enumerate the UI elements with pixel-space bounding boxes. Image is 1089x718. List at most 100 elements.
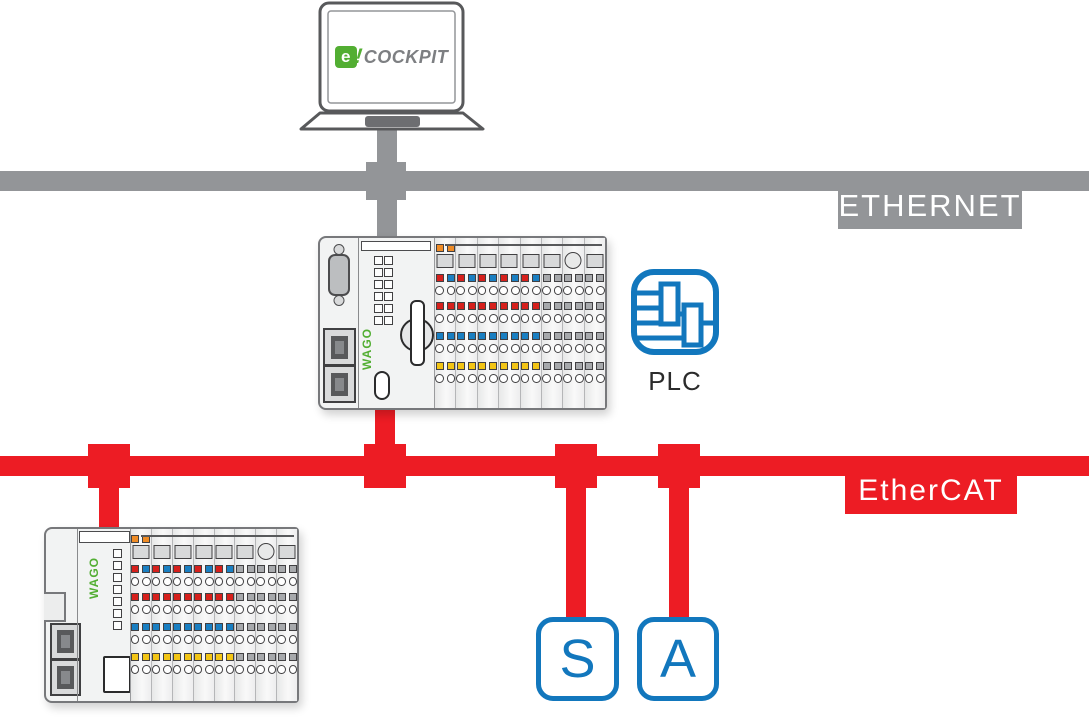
terminal-contact [214, 577, 223, 586]
terminal-contact [499, 314, 508, 323]
terminal-contact [172, 605, 182, 614]
terminal-contact [288, 665, 297, 674]
channel-led [542, 362, 551, 370]
terminal-contact [256, 635, 265, 644]
channel-led [142, 593, 151, 601]
channel-led [214, 623, 223, 631]
channel-led [435, 274, 444, 282]
mount-notch [44, 592, 66, 622]
ethernet-bus [0, 171, 1089, 191]
module-label-plate [132, 545, 150, 559]
terminal-contact [131, 605, 140, 614]
module-label-plate [543, 254, 561, 268]
terminal-contact [193, 665, 203, 674]
channel-led [563, 362, 572, 370]
terminal-contact [435, 374, 444, 383]
s-node-ethercat-link [566, 474, 586, 621]
channel-led [510, 302, 519, 310]
channel-led [214, 653, 223, 661]
channel-led [225, 565, 234, 573]
channel-led [267, 623, 276, 631]
channel-led [499, 332, 508, 340]
channel-led [205, 623, 214, 631]
terminal-contact [435, 344, 444, 353]
io-module [131, 529, 152, 701]
module-label-plate [174, 545, 192, 559]
terminal-contact [246, 605, 256, 614]
terminal-contact [489, 344, 499, 353]
channel-led [532, 362, 541, 370]
terminal-contact [142, 577, 151, 586]
laptop-illustration [299, 1, 485, 131]
channel-led [142, 653, 151, 661]
terminal-contact [584, 344, 594, 353]
ethercat-bus [0, 456, 1089, 476]
status-led [374, 256, 383, 265]
terminal-contact [184, 605, 193, 614]
status-led [113, 597, 122, 606]
ethercat-bus-label: EtherCAT [845, 468, 1017, 514]
channel-led [194, 653, 203, 661]
terminal-contact [468, 374, 477, 383]
channel-led [235, 565, 244, 573]
status-led [384, 316, 393, 325]
channel-led [596, 274, 605, 282]
terminal-contact [456, 314, 466, 323]
channel-led [288, 653, 297, 661]
channel-led [468, 332, 477, 340]
terminal-contact [596, 344, 605, 353]
terminal-contact [446, 374, 456, 383]
io-module [277, 529, 297, 701]
channel-led [585, 332, 594, 340]
channel-led [468, 274, 477, 282]
terminal-contact [541, 344, 551, 353]
channel-led [510, 332, 519, 340]
io-module-stack [434, 238, 605, 408]
channel-led [184, 653, 193, 661]
terminal-contact [596, 286, 605, 295]
module-label-plate [500, 254, 518, 268]
channel-led [478, 302, 487, 310]
channel-led [214, 593, 223, 601]
terminal-contact [184, 577, 193, 586]
status-led [113, 561, 122, 570]
channel-led [596, 362, 605, 370]
terminal-contact [563, 286, 572, 295]
terminal-contact [193, 635, 203, 644]
status-led [374, 304, 383, 313]
coupler-port-column [44, 529, 81, 701]
channel-led [205, 565, 214, 573]
status-led-grid [374, 256, 393, 325]
terminal-contact [563, 374, 572, 383]
terminal-contact [499, 286, 508, 295]
channel-led [478, 362, 487, 370]
controller-port-column [320, 238, 359, 408]
io-module [193, 529, 215, 701]
status-led [384, 304, 393, 313]
io-module [214, 529, 236, 701]
status-led [113, 549, 122, 558]
channel-led [246, 565, 255, 573]
channel-led [225, 593, 234, 601]
module-label-plate [522, 254, 540, 268]
terminal-contact [235, 665, 244, 674]
terminal-contact [477, 344, 487, 353]
channel-led [235, 623, 244, 631]
channel-led [163, 593, 172, 601]
channel-led [510, 274, 519, 282]
status-led [374, 316, 383, 325]
channel-led [521, 362, 530, 370]
terminal-contact [520, 344, 530, 353]
io-module [584, 238, 605, 408]
terminal-contact [193, 605, 203, 614]
terminal-contact [520, 286, 530, 295]
terminal-contact [163, 605, 172, 614]
channel-led [553, 274, 562, 282]
channel-led [585, 302, 594, 310]
channel-led [532, 332, 541, 340]
terminal-contact [172, 577, 182, 586]
terminal-contact [520, 314, 530, 323]
terminal-contact [477, 374, 487, 383]
io-module [235, 529, 257, 701]
module-label-plate [586, 254, 604, 268]
